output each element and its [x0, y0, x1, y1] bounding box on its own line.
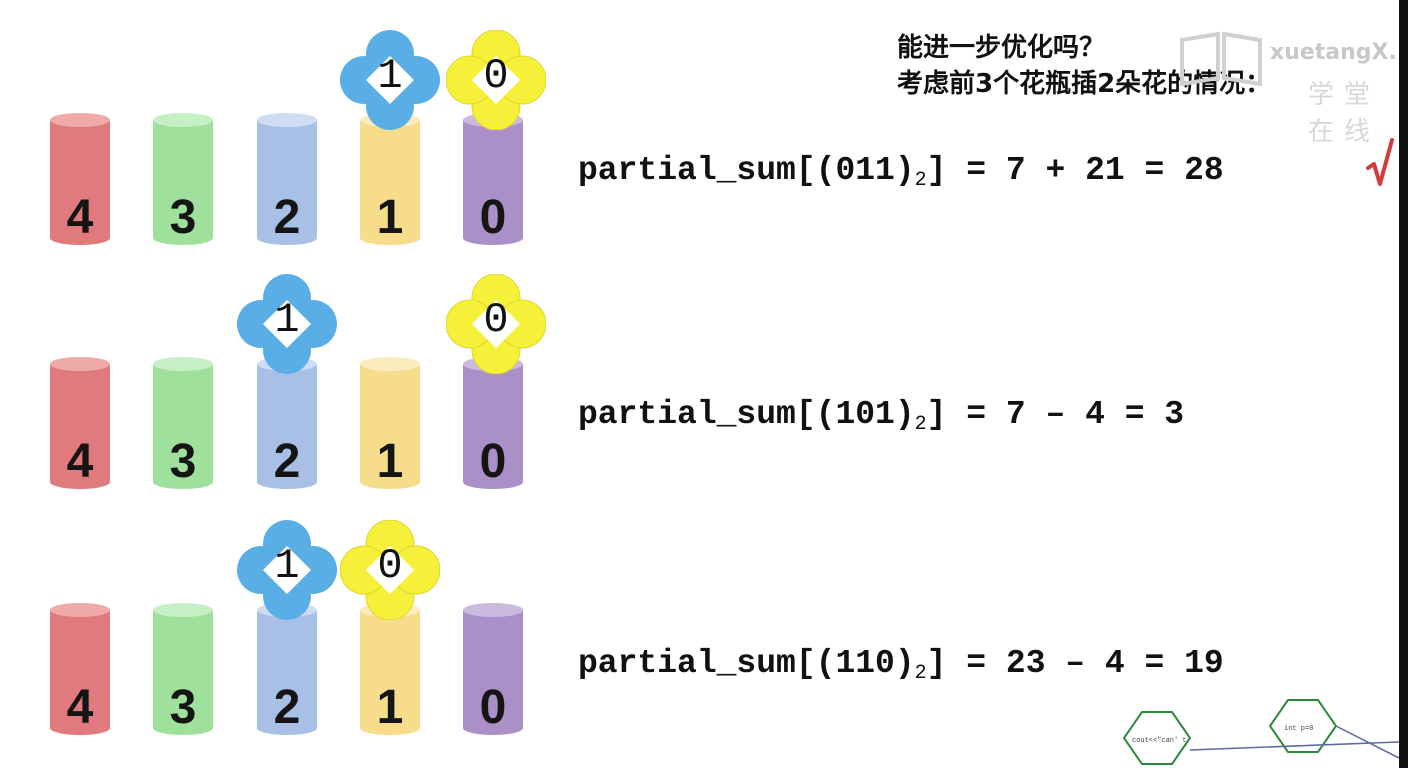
- formula-suffix: ] = 23 – 4 = 19: [926, 645, 1224, 682]
- vase-label: 0: [479, 435, 507, 488]
- flower-label: 0: [483, 296, 509, 344]
- vase-4: 4: [50, 356, 110, 490]
- vase-label: 2: [273, 191, 301, 244]
- formula-row-3: partial_sum[(110)2] = 23 – 4 = 19: [578, 645, 1224, 685]
- formula-prefix: partial_sum[(101): [578, 396, 915, 433]
- vase-1: 1: [360, 602, 420, 736]
- vase-2: 2: [257, 356, 317, 490]
- hex-code-2: int p=0: [1284, 725, 1313, 733]
- row-2: 4 3 2 1 0 1: [0, 244, 1399, 494]
- vase-body: [153, 113, 213, 245]
- vase-label: 1: [376, 681, 404, 734]
- formula-row-2: partial_sum[(101)2] = 7 – 4 = 3: [578, 396, 1184, 436]
- vase-label: 4: [66, 435, 94, 488]
- checkmark-icon: [1366, 138, 1394, 186]
- vase-4: 4: [50, 602, 110, 736]
- flower-icon: [339, 519, 441, 621]
- vase-0: 0: [463, 112, 523, 246]
- slide-title: 能进一步优化吗？ 考虑前3个花瓶插2朵花的情况：: [897, 30, 1271, 102]
- flower-icon: [340, 30, 440, 130]
- flower-label: 1: [274, 542, 300, 590]
- watermark-brand: xuetangX.: [1270, 40, 1397, 65]
- flower-blue: 1: [340, 30, 440, 130]
- vase-body: [50, 113, 110, 245]
- book-icon: [1180, 31, 1262, 87]
- vase-label: 4: [66, 681, 94, 734]
- vase-label: 1: [376, 191, 404, 244]
- watermark-logo: xuetangX. 学堂 在线: [1178, 30, 1408, 147]
- vase-body: [153, 603, 213, 735]
- vase-label: 0: [479, 191, 507, 244]
- vase-2: 2: [257, 602, 317, 736]
- vase-body: [463, 113, 523, 245]
- vase-body: [50, 357, 110, 489]
- formula-prefix: partial_sum[(011): [578, 152, 915, 189]
- formula-subscript: 2: [914, 169, 927, 192]
- flower-label: 0: [377, 542, 403, 590]
- vase-label: 3: [169, 435, 197, 488]
- vase-label: 3: [169, 681, 197, 734]
- vase-2: 2: [257, 112, 317, 246]
- vase-body: [257, 113, 317, 245]
- formula-subscript: 2: [914, 662, 927, 685]
- vase-3: 3: [153, 356, 213, 490]
- vase-0: 0: [463, 602, 523, 736]
- vase-label: 2: [273, 681, 301, 734]
- hex-code-1: cout<<"can' t: [1132, 737, 1187, 745]
- vase-body: [50, 603, 110, 735]
- formula-prefix: partial_sum[(110): [578, 645, 915, 682]
- flower-yellow: 0: [339, 519, 441, 621]
- formula-suffix: ] = 7 + 21 = 28: [926, 152, 1224, 189]
- flower-label: 1: [274, 296, 300, 344]
- vase-3: 3: [153, 112, 213, 246]
- flower-yellow: 0: [445, 29, 547, 131]
- flower-blue: 1: [237, 274, 337, 374]
- vase-body: [463, 357, 523, 489]
- flower-label: 1: [377, 52, 403, 100]
- formula-subscript: 2: [914, 413, 927, 436]
- decorative-hexagons: cout<<"can' t int p=0: [1122, 699, 1399, 765]
- vase-4: 4: [50, 112, 110, 246]
- formula-row-1: partial_sum[(011)2] = 7 + 21 = 28: [578, 152, 1224, 192]
- vase-label: 3: [169, 191, 197, 244]
- title-line-2: 考虑前3个花瓶插2朵花的情况：: [897, 69, 1272, 99]
- vase-label: 1: [376, 435, 404, 488]
- formula-suffix: ] = 7 – 4 = 3: [926, 396, 1185, 433]
- vase-1: 1: [360, 112, 420, 246]
- vase-1: 1: [360, 356, 420, 490]
- flower-blue: 1: [237, 520, 337, 620]
- title-line-1: 能进一步优化吗？: [897, 33, 1106, 63]
- row-1: 4 3 2 1 0 1: [0, 0, 1399, 250]
- watermark-sub: 学堂 在线: [1308, 80, 1381, 147]
- vase-3: 3: [153, 602, 213, 736]
- flower-icon: [237, 520, 337, 620]
- row-3: 4 3 2 1 0 1: [0, 490, 1399, 740]
- vase-body: [360, 357, 420, 489]
- flower-icon: [445, 273, 547, 375]
- flower-label: 0: [483, 52, 509, 100]
- vase-label: 2: [273, 435, 301, 488]
- window-edge: [1399, 0, 1408, 768]
- flower-icon: [237, 274, 337, 374]
- flower-yellow: 0: [445, 273, 547, 375]
- vase-0: 0: [463, 356, 523, 490]
- flower-icon: [445, 29, 547, 131]
- vase-label: 0: [479, 681, 507, 734]
- vase-body: [153, 357, 213, 489]
- vase-body: [463, 603, 523, 735]
- vase-label: 4: [66, 191, 94, 244]
